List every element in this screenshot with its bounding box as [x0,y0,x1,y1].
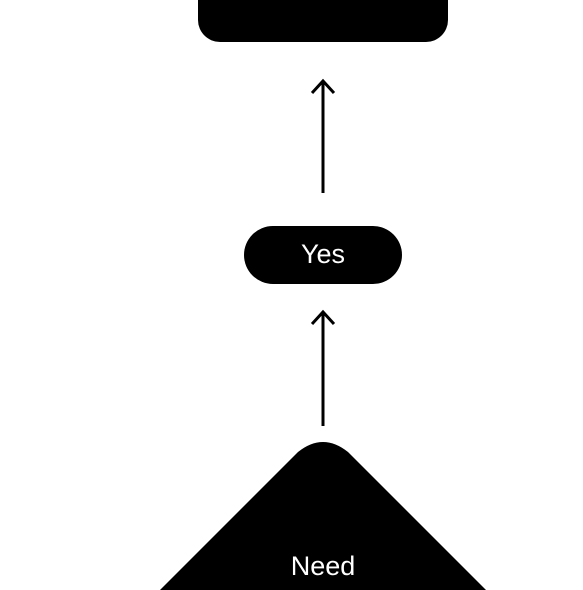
arrow-yes-to-top-head [310,78,336,95]
yes-label: Yes [300,239,346,269]
arrow-decision-to-yes-head [310,309,336,326]
yes-pill [244,226,402,284]
top-process-box [198,0,448,42]
arrow-yes-to-top [310,78,336,193]
decision-label: Need [290,551,356,581]
arrow-decision-to-yes [310,309,336,426]
decision-diamond [160,442,486,590]
